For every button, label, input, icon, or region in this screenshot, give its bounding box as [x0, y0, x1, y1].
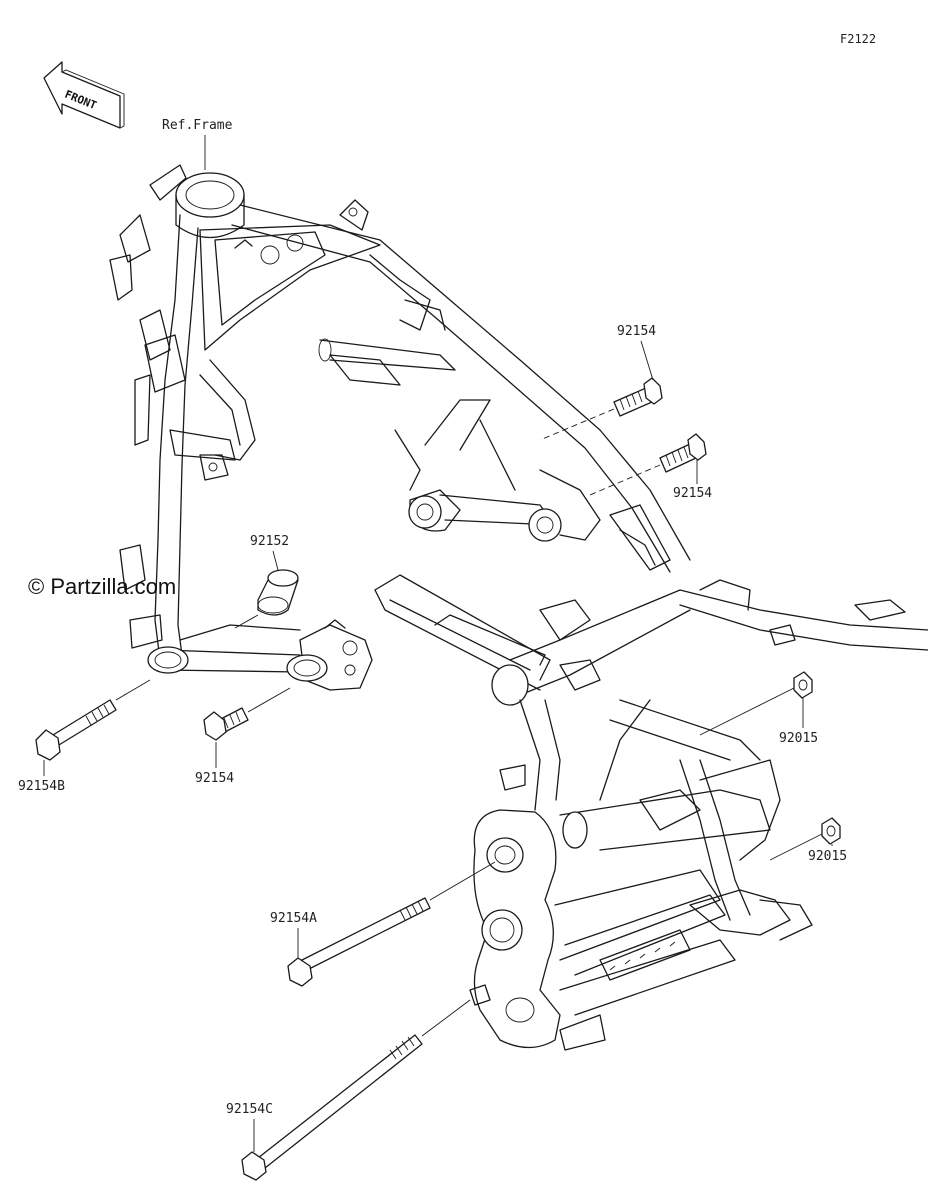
bolt-top-2: [589, 433, 707, 496]
bolt-long-left: [35, 679, 151, 761]
frame-assembly: [109, 164, 928, 1051]
callout-nut-upper: 92015: [779, 731, 818, 746]
through-bolt-upper: [287, 861, 496, 987]
watermark: © Partzilla.com: [28, 574, 176, 599]
callout-bolt-top-1: 92154: [617, 324, 656, 339]
callout-bolt-short-left: 92154: [195, 771, 234, 786]
bolt-short-left: [203, 687, 291, 741]
figure-code: F2122: [840, 32, 876, 46]
through-bolt-lower: [241, 999, 471, 1181]
collar-spacer: [234, 569, 299, 629]
callout-bolt-top-2: 92154: [673, 486, 712, 501]
callout-through-bolt-lower: 92154C: [226, 1102, 273, 1117]
callout-bolt-long-left: 92154B: [18, 779, 65, 794]
nut-lower: [769, 817, 841, 861]
ref-frame-label: Ref.Frame: [162, 118, 233, 133]
callout-nut-lower: 92015: [808, 849, 847, 864]
callout-through-bolt-upper: 92154A: [270, 911, 317, 926]
nut-upper: [699, 671, 813, 736]
front-arrow-icon: FRONT: [43, 61, 125, 129]
callout-collar: 92152: [250, 534, 289, 549]
